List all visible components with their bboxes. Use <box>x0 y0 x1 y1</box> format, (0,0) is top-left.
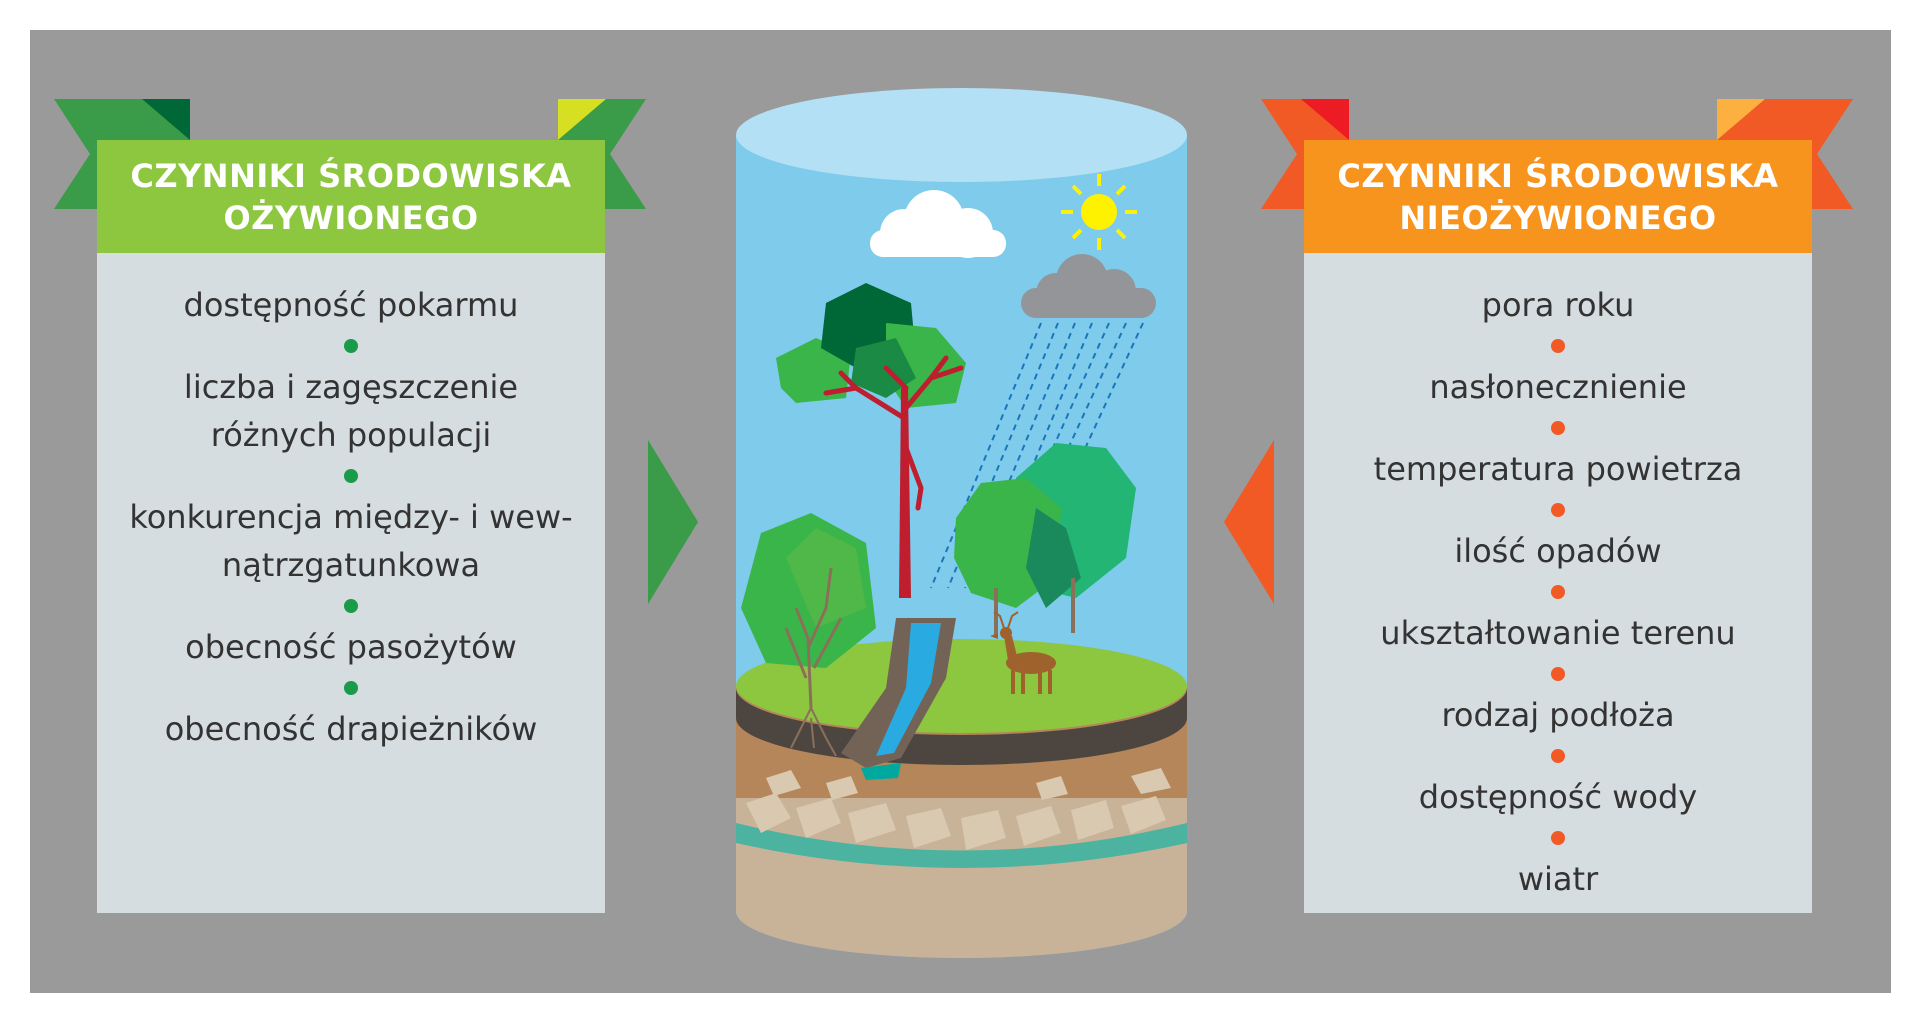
factor-item: obecność drapieżników <box>164 710 538 748</box>
left-ribbon-decoration <box>54 99 646 253</box>
rain-cloud-icon <box>1021 254 1156 318</box>
green-arrow-right-icon <box>648 440 698 604</box>
bullet-dot-icon <box>1551 585 1565 599</box>
deer-icon <box>990 611 1056 694</box>
ecosystem-cylinder-illustration <box>736 88 1187 958</box>
sun-icon <box>1061 174 1137 250</box>
bullet-dot-icon <box>1551 831 1565 845</box>
tall-tree-icon <box>776 283 966 598</box>
bullet-dot-icon <box>1551 421 1565 435</box>
abiotic-factors-list: pora roku nasłonecznienie temperatura powi… <box>1304 281 1812 903</box>
factor-item: liczba i zagęszczenie <box>183 368 519 406</box>
bullet-dot-icon <box>1551 503 1565 517</box>
bullet-dot-icon <box>344 469 358 483</box>
right-ribbon-decoration <box>1261 99 1853 253</box>
factor-item: pora roku <box>1481 286 1635 324</box>
biotic-factors-list: dostępność pokarmu liczba i zagęszczenie r… <box>97 281 605 753</box>
right-panel-title: CZYNNIKI ŚRODOWISKA NIEOŻYWIONEGO <box>1304 140 1812 253</box>
orange-arrow-left-icon <box>1224 440 1274 604</box>
factor-item: konkurencja między- i wew- <box>129 498 573 536</box>
left-panel-title-line2: OŻYWIONEGO <box>223 198 479 237</box>
factor-item: wiatr <box>1517 860 1599 898</box>
bullet-dot-icon <box>1551 339 1565 353</box>
bullet-dot-icon <box>344 599 358 613</box>
right-panel: pora roku nasłonecznienie temperatura powi… <box>1304 253 1812 913</box>
right-panel-title-line1: CZYNNIKI ŚRODOWISKA <box>1337 156 1779 195</box>
factor-item: dostępność pokarmu <box>183 286 519 324</box>
bullet-dot-icon <box>1551 749 1565 763</box>
factor-item: nątrzgatunkowa <box>221 546 481 584</box>
right-trees-icon <box>954 443 1136 638</box>
right-panel-title-line2: NIEOŻYWIONEGO <box>1399 198 1717 237</box>
factor-item: ukształtowanie terenu <box>1380 614 1736 652</box>
factor-item: dostępność wody <box>1418 778 1698 816</box>
factor-item: temperatura powietrza <box>1373 450 1743 488</box>
bush-icon <box>741 513 876 757</box>
left-panel-title: CZYNNIKI ŚRODOWISKA OŻYWIONEGO <box>97 140 605 253</box>
left-panel-title-line1: CZYNNIKI ŚRODOWISKA <box>130 156 572 195</box>
bullet-dot-icon <box>344 339 358 353</box>
bullet-dot-icon <box>344 681 358 695</box>
left-panel: dostępność pokarmu liczba i zagęszczenie r… <box>97 253 605 913</box>
rocks <box>746 768 1171 850</box>
factor-item: ilość opadów <box>1454 532 1662 570</box>
factor-item: obecność pasożytów <box>185 628 517 666</box>
factor-item: nasłonecznienie <box>1429 368 1687 406</box>
white-cloud-icon <box>870 190 1006 258</box>
bullet-dot-icon <box>1551 667 1565 681</box>
river-icon <box>841 618 956 780</box>
factor-item: różnych populacji <box>210 416 492 454</box>
factor-item: rodzaj podłoża <box>1441 696 1675 734</box>
